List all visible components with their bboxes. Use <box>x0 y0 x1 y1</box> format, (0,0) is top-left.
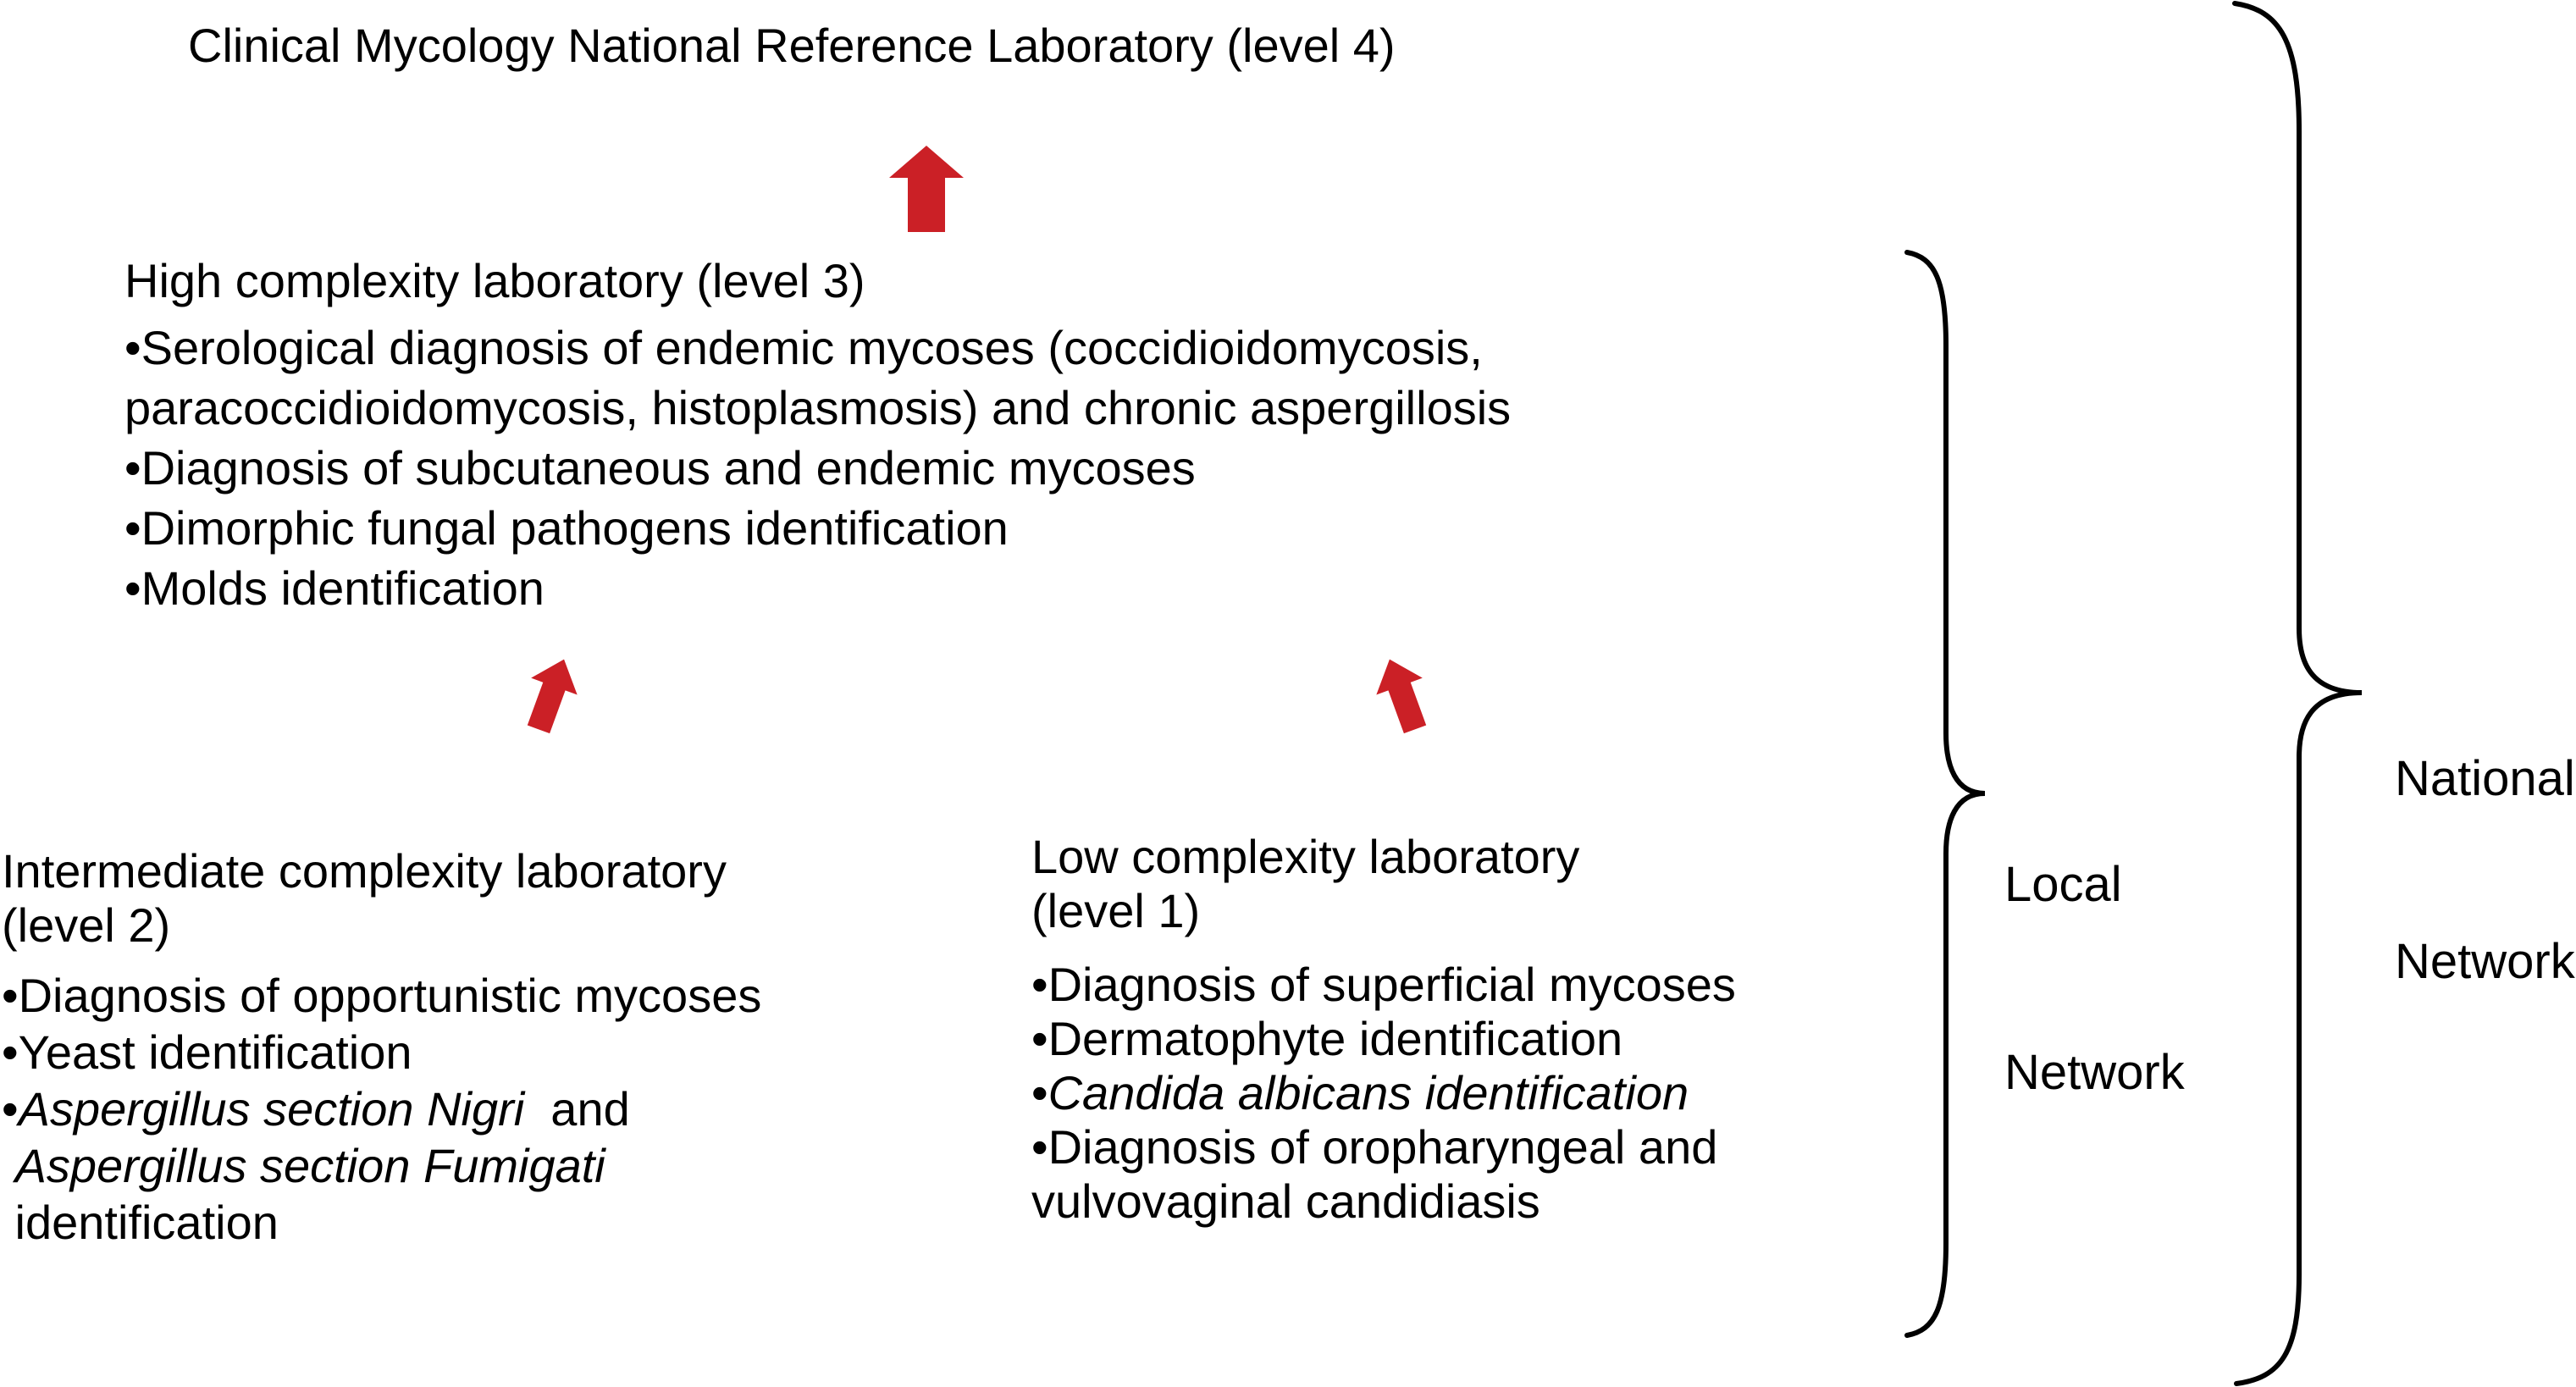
level3-block: High complexity laboratory (level 3) •Se… <box>124 251 1733 618</box>
text-run: •Dermatophyte identification <box>1031 1012 1623 1065</box>
level2-heading: Intermediate complexity laboratory (leve… <box>2 844 1018 953</box>
text-line: •Diagnosis of subcutaneous and endemic m… <box>124 438 1733 498</box>
level2-block: Intermediate complexity laboratory (leve… <box>2 844 1018 1251</box>
local-network-label-line2: Network <box>2004 1045 2185 1100</box>
text-line: •Diagnosis of opportunistic mycoses <box>2 967 1018 1024</box>
text-line: Aspergillus section Fumigati <box>2 1137 1018 1194</box>
text-run: and <box>524 1082 630 1136</box>
level3-heading: High complexity laboratory (level 3) <box>124 254 865 307</box>
text-run: •Diagnosis of superficial mycoses <box>1031 958 1736 1011</box>
level2-bullet-list: •Diagnosis of opportunistic mycoses•Yeas… <box>2 967 1018 1251</box>
text-line: identification <box>2 1194 1018 1251</box>
text-line: •Diagnosis of superficial mycoses <box>1031 958 1980 1012</box>
text-run: •Serological diagnosis of endemic mycose… <box>124 321 1483 374</box>
italic-text-run: Aspergillus section Fumigati <box>14 1139 605 1192</box>
up-arrow-icon <box>889 146 964 232</box>
text-line: •Serological diagnosis of endemic mycose… <box>124 318 1733 378</box>
text-line: •Dermatophyte identification <box>1031 1012 1980 1066</box>
level1-heading-line1: Low complexity laboratory <box>1031 830 1580 883</box>
level1-heading-line2: (level 1) <box>1031 884 1201 937</box>
national-network-label-line1: National <box>2395 751 2575 806</box>
level2-heading-line2: (level 2) <box>2 898 171 952</box>
text-line: •Candida albicans identification <box>1031 1066 1980 1120</box>
text-run: •Yeast identification <box>2 1025 412 1079</box>
text-line: •Diagnosis of oropharyngeal and <box>1031 1120 1980 1174</box>
level1-block: Low complexity laboratory (level 1) •Dia… <box>1031 830 1980 1229</box>
up-left-arrow-icon <box>1376 659 1427 734</box>
text-run: • <box>1031 1066 1048 1119</box>
text-line: paracoccidioidomycosis, histoplasmosis) … <box>124 378 1733 438</box>
national-network-label-line2: Network <box>2395 934 2575 989</box>
text-line: •Dimorphic fungal pathogens identificati… <box>124 498 1733 558</box>
up-right-arrow-icon <box>527 659 578 734</box>
level4-title: Clinical Mycology National Reference Lab… <box>188 19 1396 72</box>
text-run: • <box>2 1082 19 1136</box>
text-line: •Aspergillus section Nigri and <box>2 1080 1018 1137</box>
text-run: •Diagnosis of subcutaneous and endemic m… <box>124 441 1196 495</box>
text-run: •Molds identification <box>124 561 544 615</box>
text-run: •Diagnosis of opportunistic mycoses <box>2 969 762 1022</box>
text-line: •Yeast identification <box>2 1024 1018 1080</box>
text-run: identification <box>2 1196 279 1249</box>
italic-text-run: Aspergillus section Nigri <box>18 1082 525 1136</box>
local-network-label: Local Network <box>2004 728 2185 1230</box>
text-run <box>2 1139 15 1192</box>
italic-text-run: Candida albicans identification <box>1048 1066 1689 1119</box>
text-line: vulvovaginal candidiasis <box>1031 1174 1980 1229</box>
level1-bullet-list: •Diagnosis of superficial mycoses•Dermat… <box>1031 958 1980 1229</box>
national-network-label: National Network <box>2395 627 2575 1114</box>
text-run: •Diagnosis of oropharyngeal and <box>1031 1120 1718 1174</box>
text-line: •Molds identification <box>124 558 1733 618</box>
level2-heading-line1: Intermediate complexity laboratory <box>2 844 727 898</box>
text-run: vulvovaginal candidiasis <box>1031 1174 1540 1228</box>
local-network-label-line1: Local <box>2004 857 2122 912</box>
national-network-brace <box>2232 1 2363 1386</box>
level1-heading: Low complexity laboratory (level 1) <box>1031 830 1980 938</box>
text-run: paracoccidioidomycosis, histoplasmosis) … <box>124 381 1512 434</box>
text-run: •Dimorphic fungal pathogens identificati… <box>124 501 1009 555</box>
level3-bullet-list: •Serological diagnosis of endemic mycose… <box>124 318 1733 618</box>
